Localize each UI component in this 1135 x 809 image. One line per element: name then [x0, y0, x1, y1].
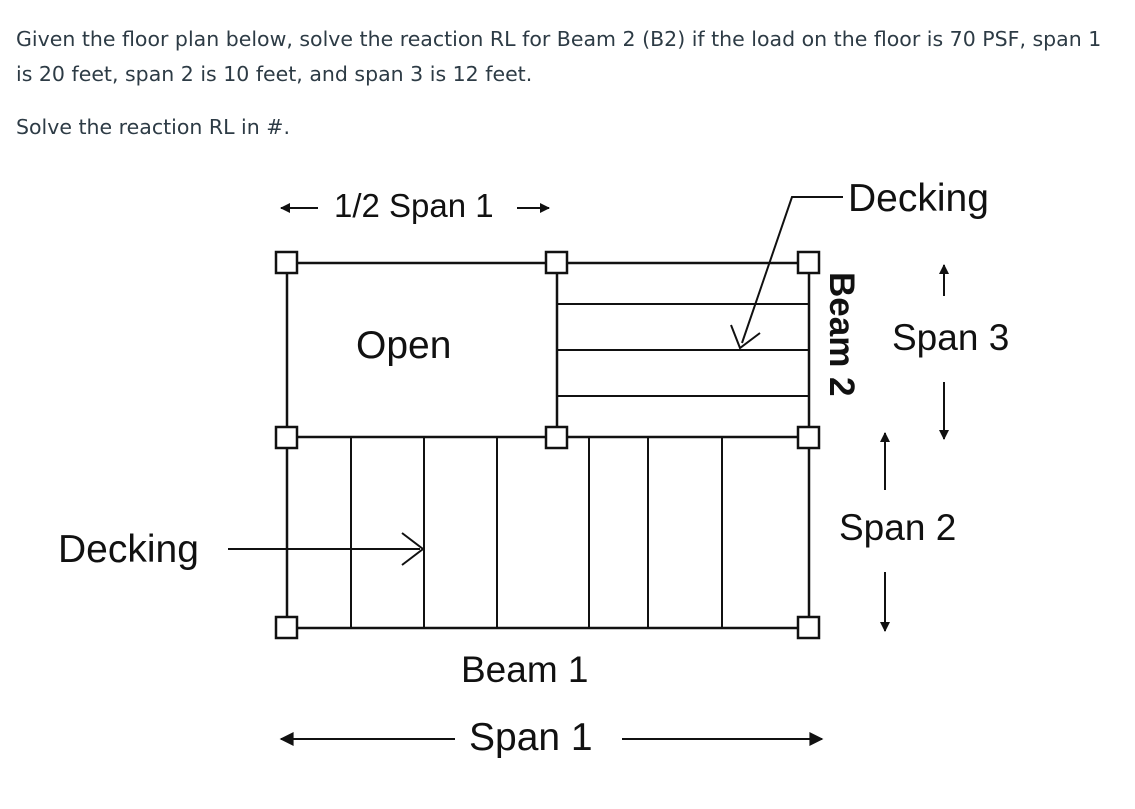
column-square — [796, 615, 821, 640]
column-square — [796, 425, 821, 450]
span3-label: Span 3 — [892, 317, 1009, 358]
question-paragraph-2: Solve the reaction RL in #. — [16, 115, 290, 139]
open-label: Open — [356, 324, 451, 367]
span1-label: Span 1 — [469, 716, 593, 759]
half-span-label: 1/2 Span 1 — [334, 187, 494, 224]
lower-decking-planks — [350, 437, 723, 628]
upper-decking-planks — [557, 303, 809, 397]
beam-2-label: Beam 2 — [822, 272, 861, 397]
column-square — [274, 615, 299, 640]
column-square — [274, 425, 299, 450]
decking-left-arrowhead — [401, 532, 425, 566]
question-paragraph-1: Given the floor plan below, solve the re… — [16, 27, 1102, 86]
decking-top-leader — [741, 196, 843, 344]
column-square — [274, 250, 299, 275]
decking-left-label: Decking — [58, 528, 199, 571]
decking-top-arrowhead — [730, 324, 761, 350]
decking-top-label: Decking — [848, 177, 989, 220]
span2-label: Span 2 — [839, 507, 956, 548]
column-square — [544, 250, 569, 275]
column-square — [796, 250, 821, 275]
question-text: Given the floor plan below, solve the re… — [16, 22, 1121, 145]
column-square — [544, 425, 569, 450]
beam-1-label: Beam 1 — [461, 649, 589, 690]
